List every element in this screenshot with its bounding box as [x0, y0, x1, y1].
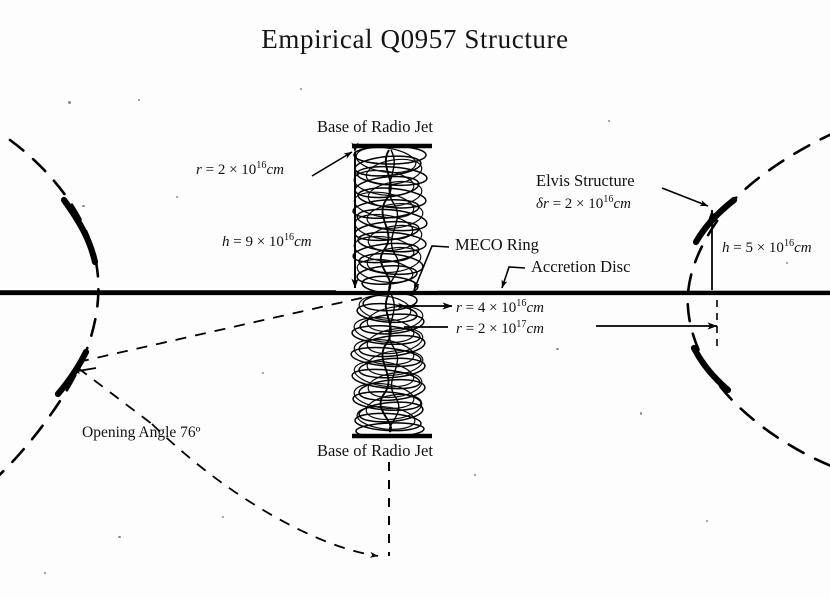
disc-radius-symbol: r — [456, 321, 462, 337]
elvis-dr-eq: = — [548, 196, 565, 212]
meco-radius-times: × 10 — [485, 300, 517, 316]
elvis-dr-times: × 10 — [572, 196, 604, 212]
scan-speckle — [706, 520, 708, 522]
jet-height-eq: = — [229, 234, 246, 250]
jet-radius-exponent: 16 — [256, 160, 267, 171]
opening-angle-lines — [77, 295, 379, 558]
scan-speckle — [82, 205, 85, 207]
scan-speckle — [68, 101, 71, 104]
scan-speckle — [474, 474, 476, 476]
accretion-disc-line — [0, 290, 830, 296]
meco-radius-eq: = — [461, 300, 478, 316]
jet-radius-symbol: r — [196, 162, 202, 178]
label-base-of-radio-jet-bottom: Base of Radio Jet — [317, 441, 433, 460]
elvis-height-unit: cm — [794, 240, 812, 256]
elvis-dr-exponent: 16 — [603, 194, 614, 205]
meco-radius-symbol: r — [456, 300, 462, 316]
label-elvis-structure: Elvis Structure — [536, 171, 635, 190]
elvis-dr-unit: cm — [613, 196, 631, 212]
jet-height-symbol: h — [222, 234, 230, 250]
meco-radius-mantissa: 4 — [477, 300, 486, 316]
jet-radius-eq: = — [201, 162, 218, 178]
label-disc-radius: r = 2 × 1017cm — [456, 319, 544, 338]
page-title: Empirical Q0957 Structure — [261, 24, 569, 54]
elvis-dr-symbol: δr — [536, 196, 549, 212]
elvis-structure-leader — [661, 187, 709, 207]
disc-radius-unit: cm — [526, 321, 544, 337]
label-elvis-delta-r: δr = 2 × 1016cm — [536, 194, 631, 213]
elvis-structure-left-arc — [0, 138, 100, 477]
disc-radius-eq: = — [461, 321, 478, 337]
elvis-dr-mantissa: 2 — [564, 196, 573, 212]
jet-radius-unit: cm — [266, 162, 284, 178]
jet-height-unit: cm — [294, 234, 312, 250]
elvis-height-symbol: h — [722, 240, 730, 256]
label-elvis-height: h = 5 × 1016cm — [722, 238, 812, 257]
scan-speckle — [608, 120, 610, 122]
jet-height-times: × 10 — [252, 234, 284, 250]
elvis-height-times: × 10 — [752, 240, 784, 256]
scan-speckle — [138, 99, 140, 101]
meco-ring-leader — [413, 245, 450, 291]
jet-height-mantissa: 9 — [245, 234, 253, 250]
elvis-structure-right-arc — [686, 133, 830, 467]
jet-radius-mantissa: 2 — [217, 162, 226, 178]
elvis-height-mantissa: 5 — [745, 240, 753, 256]
opening-angle-vertex-arrow — [71, 367, 97, 374]
scan-speckle — [44, 572, 46, 574]
label-base-of-radio-jet-top: Base of Radio Jet — [317, 117, 433, 136]
disc-radius-exponent: 17 — [516, 319, 527, 330]
scan-speckle — [118, 536, 121, 538]
disc-radius-times: × 10 — [485, 321, 517, 337]
label-accretion-disc: Accretion Disc — [531, 257, 631, 276]
meco-radius-unit: cm — [526, 300, 544, 316]
label-jet-height: h = 9 × 1016cm — [222, 232, 312, 251]
meco-radius-exponent: 16 — [516, 298, 527, 309]
scan-speckle — [556, 348, 559, 350]
scan-speckle — [786, 262, 788, 264]
elvis-height-eq: = — [729, 240, 746, 256]
label-jet-radius: r = 2 × 1016cm — [196, 160, 284, 179]
elvis-height-exponent: 16 — [783, 238, 795, 249]
scan-speckle — [300, 88, 302, 90]
jet-height-exponent: 16 — [283, 232, 295, 243]
jet-radius-times: × 10 — [225, 162, 257, 178]
disc-radius-mantissa: 2 — [477, 321, 486, 337]
accretion-disc-leader — [501, 266, 526, 289]
scan-speckle — [176, 196, 178, 198]
jet-radius-leader — [311, 151, 353, 177]
label-meco-ring: MECO Ring — [455, 235, 539, 254]
label-meco-radius: r = 4 × 1016cm — [456, 298, 544, 317]
scan-speckle — [222, 516, 224, 518]
scan-speckle — [640, 412, 642, 415]
label-opening-angle: Opening Angle 76º — [82, 424, 201, 441]
disc-radius-arrow — [404, 300, 718, 346]
scan-speckle — [262, 372, 264, 374]
